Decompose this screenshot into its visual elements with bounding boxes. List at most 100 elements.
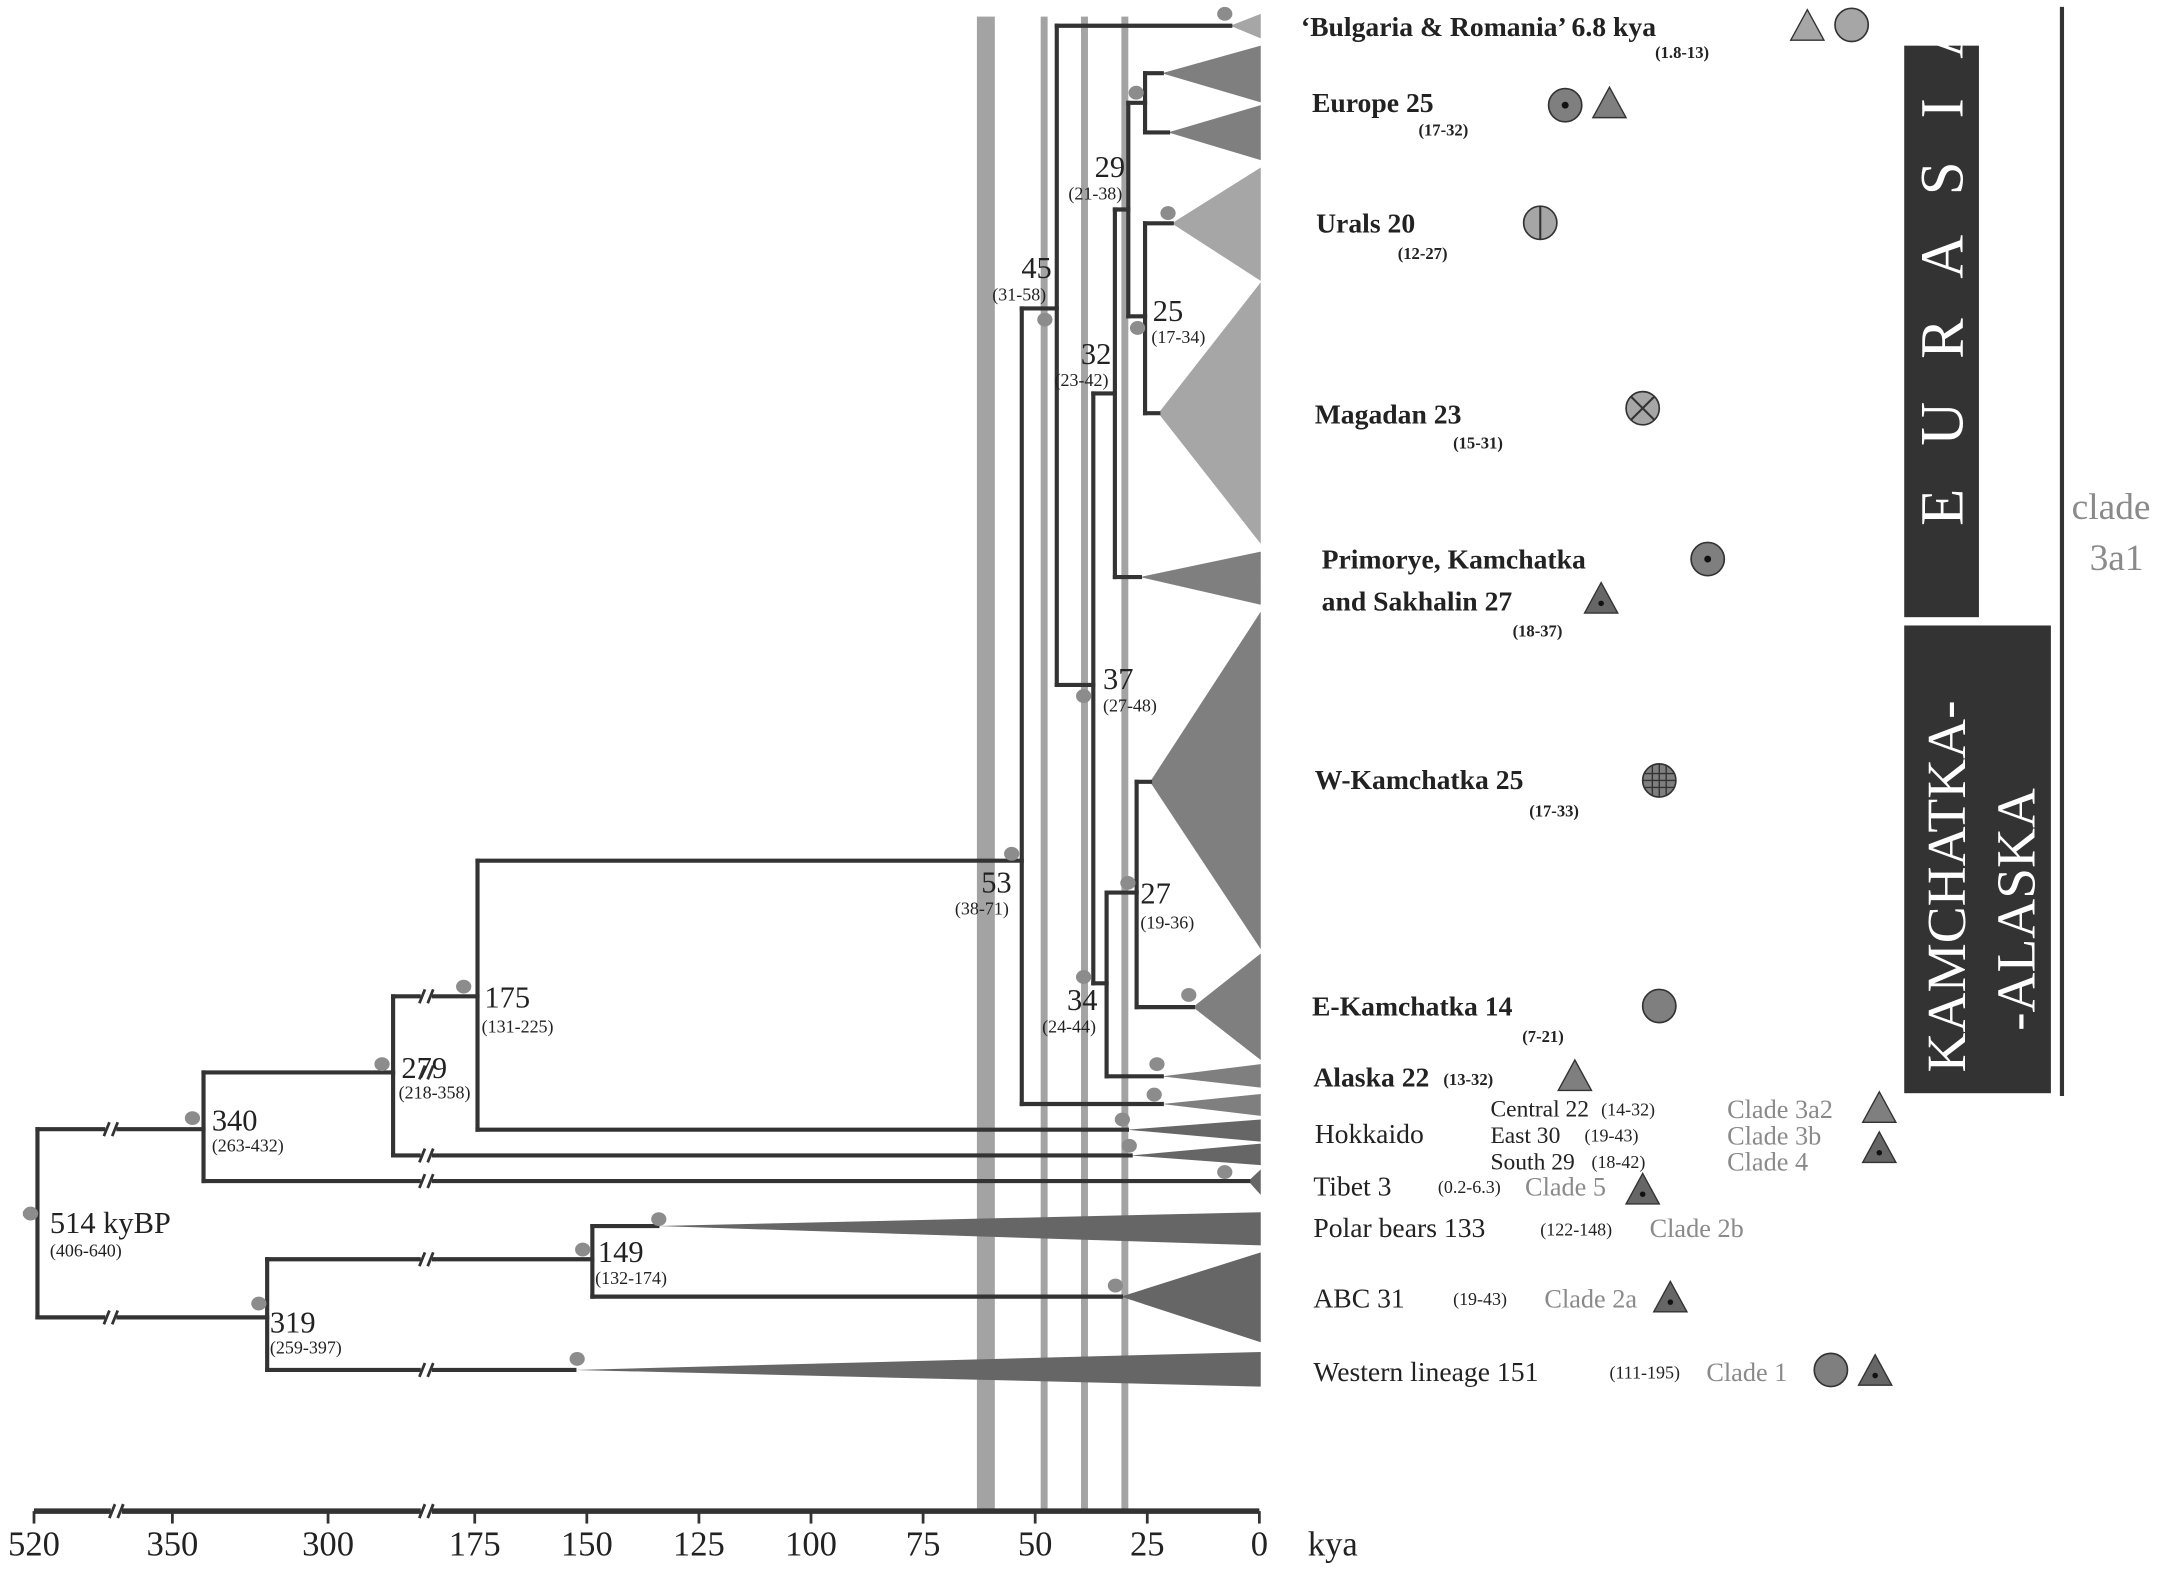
axis-break-mark [102, 1309, 111, 1325]
hokkaido-sub-label: East 30 [1490, 1123, 1560, 1149]
break-gap [105, 1123, 117, 1135]
axis-tick-label: 100 [785, 1525, 837, 1563]
axis-break-mark [108, 1503, 117, 1519]
node-support-dot [1107, 1278, 1124, 1293]
node-age: 34 [1067, 983, 1097, 1017]
axis-tick-label: 350 [146, 1525, 198, 1563]
node-age: 149 [598, 1235, 644, 1269]
clade-triangle [574, 1351, 1261, 1387]
break-gap [420, 1364, 432, 1376]
tip-label: ABC 31 [1313, 1283, 1404, 1314]
tip-ci: (122-148) [1540, 1220, 1612, 1241]
tip-label: Magadan 23 [1315, 398, 1462, 429]
clade-triangle [657, 1212, 1261, 1246]
kamchatka-alaska-label-2: -ALASKA [1985, 788, 2046, 1031]
node-age: 53 [981, 866, 1011, 900]
axis-break-mark [426, 1173, 435, 1189]
axis-tick-label: 75 [906, 1525, 941, 1563]
node-ci: (259-397) [270, 1337, 342, 1358]
axis-break-mark [426, 1362, 435, 1378]
node-support-dot [1004, 846, 1020, 861]
highlight-bar [1040, 16, 1048, 1512]
clade-triangle [1161, 45, 1261, 103]
axis-break-mark [418, 1173, 427, 1189]
clade-label: Clade 2b [1650, 1214, 1744, 1243]
circle-cross-icon [1630, 395, 1656, 421]
node-age: 340 [212, 1104, 258, 1138]
tip-labels: ‘Bulgaria & Romania’ 6.8 kya(1.8-13)Euro… [1301, 11, 1833, 1387]
node-support-dot [1120, 875, 1136, 890]
node-ci: (19-36) [1140, 913, 1194, 934]
tip-ci: (13-32) [1443, 1070, 1493, 1089]
break-gap [420, 1175, 432, 1187]
triangle-symbol-icon [1652, 1279, 1689, 1313]
node-age: 37 [1103, 662, 1133, 696]
triangle-symbol-icon [1557, 1058, 1593, 1092]
clade-triangle [1130, 1143, 1261, 1166]
node-support-dot [1217, 6, 1233, 21]
triangle-dot-icon [1667, 1299, 1674, 1305]
axis-break-mark [418, 1362, 427, 1378]
node-support-dot [251, 1296, 267, 1311]
tip-ci: (17-32) [1418, 121, 1468, 140]
node-ci: (38-71) [955, 899, 1009, 920]
hokkaido-sub-ci: (19-43) [1585, 1126, 1639, 1147]
clade-label: Clade 3a2 [1727, 1095, 1833, 1124]
circle-symbol-icon [1813, 1352, 1849, 1388]
clade-triangle [1150, 611, 1261, 950]
tree-branches [22, 23, 1251, 1519]
clade-label: Clade 1 [1706, 1358, 1787, 1387]
hokkaido-sub-label: South 29 [1490, 1149, 1574, 1175]
tip-label: ‘Bulgaria & Romania’ 6.8 kya [1301, 11, 1656, 42]
break-gap [420, 990, 432, 1002]
clade-3a1-label-2: 3a1 [2090, 538, 2144, 579]
break-gap [105, 1311, 117, 1323]
axis-break-mark [426, 1503, 435, 1519]
time-highlight-bars [976, 16, 1129, 1512]
node-ci: (131-225) [482, 1016, 554, 1037]
axis-tick-label: 125 [673, 1525, 725, 1563]
axis-break-mark [426, 1148, 435, 1163]
clade-triangle [1248, 1169, 1261, 1195]
tip-label: Tibet 3 [1313, 1171, 1391, 1202]
triangle-symbol-icon [1861, 1090, 1898, 1123]
axis-tick-label: 25 [1130, 1525, 1165, 1563]
node-ci: (21-38) [1068, 183, 1122, 204]
triangle-dot-icon [1872, 1372, 1878, 1379]
kamchatka-alaska-label-1: KAMCHATKA- [1916, 700, 1977, 1072]
break-gap [420, 1066, 432, 1078]
node-ci: (132-174) [595, 1268, 667, 1289]
node-age: 27 [1140, 877, 1170, 911]
triangle-symbol-icon [1861, 1130, 1898, 1164]
circle-dot-icon [1704, 555, 1712, 563]
tip-label: Hokkaido [1315, 1118, 1424, 1149]
axis-break-mark [418, 1251, 427, 1267]
node-support-dot [1114, 1112, 1130, 1127]
node-age: 45 [1021, 251, 1051, 285]
clade-triangle [1139, 551, 1261, 605]
node-support-dot [1181, 988, 1197, 1002]
tip-ci: (18-37) [1513, 622, 1563, 641]
axis-break-mark [116, 1503, 125, 1519]
node-support-dot [374, 1057, 390, 1072]
node-age: 319 [270, 1306, 316, 1340]
node-age: 175 [484, 980, 530, 1014]
node-support-dot [651, 1212, 667, 1227]
triangle-dot-icon [1639, 1191, 1646, 1197]
tip-label: Polar bears 133 [1313, 1212, 1485, 1243]
axis-break-mark [426, 1251, 435, 1267]
node-ci: (23-42) [1055, 370, 1109, 391]
axis-break-mark [426, 1065, 435, 1080]
haplotype-symbols [1522, 7, 1898, 1388]
axis-break-mark [418, 988, 427, 1004]
tip-label: Alaska 22 [1313, 1061, 1429, 1092]
clade-triangle [1171, 167, 1261, 281]
node-support-dots [22, 6, 1233, 1366]
axis-unit-label: kya [1308, 1525, 1358, 1563]
hokkaido-sub-ci: (14-32) [1601, 1099, 1655, 1120]
tip-label: E-Kamchatka 14 [1312, 991, 1513, 1022]
region-labels: E U R A S I A KAMCHATKA- -ALASKA clade 3… [1904, 1, 2150, 1096]
clade-triangle [1192, 953, 1261, 1060]
tip-ci: (1.8-13) [1655, 43, 1709, 62]
